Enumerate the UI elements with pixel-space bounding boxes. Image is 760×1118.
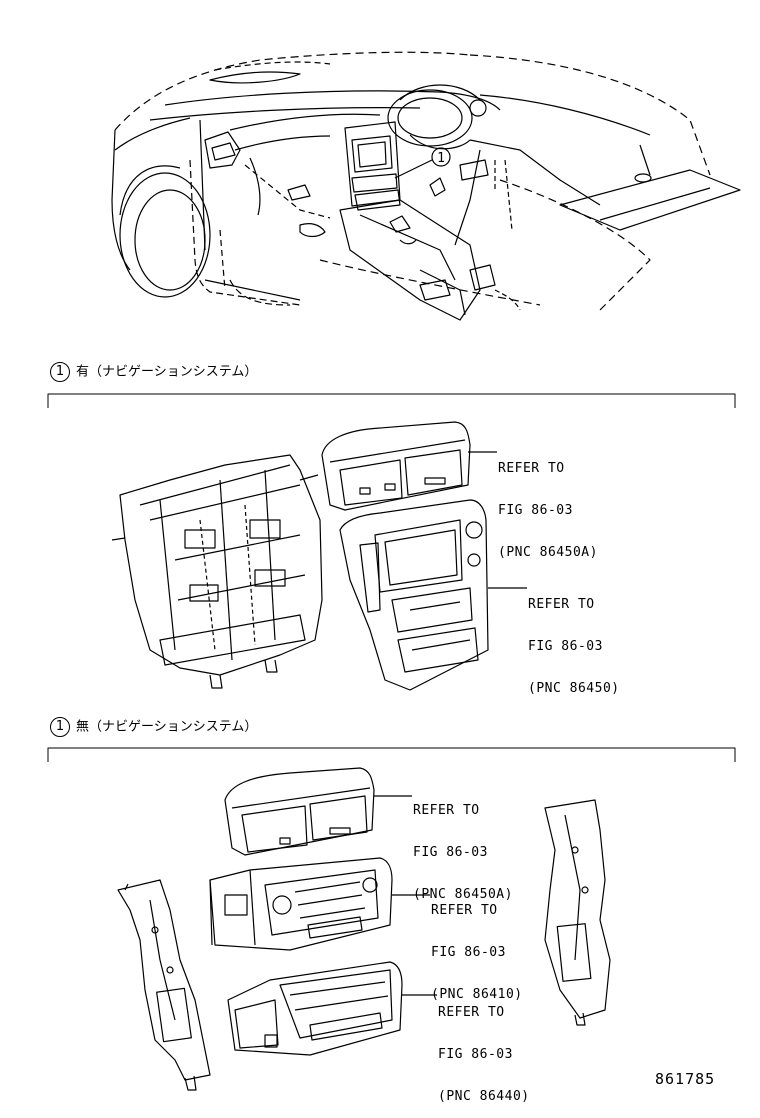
section-2-number-circle: 1 (50, 717, 70, 737)
ref-2-line2: FIG 86-03 (528, 639, 603, 654)
nav-center-panel-86450 (339, 499, 527, 691)
ref-4-line2: FIG 86-03 (431, 945, 506, 960)
section-heading-without-navigation: 1 無（ナビゲーションシステム） (50, 717, 257, 737)
section-1-number-circle: 1 (50, 362, 70, 382)
section-2-caption: 無（ナビゲーションシステム） (76, 719, 258, 735)
ref-1-line1: REFER TO (498, 461, 565, 476)
climate-panel-86440 (227, 961, 437, 1056)
reference-label-86450: REFER TO FIG 86-03 (PNC 86450) (528, 570, 620, 710)
section-1-caption: 有（ナビゲーションシステム） (76, 364, 258, 380)
ref-1-line3: (PNC 86450A) (498, 545, 598, 560)
audio-panel-86410 (209, 857, 430, 951)
ref-4-line3: (PNC 86410) (431, 987, 523, 1002)
illustration-code: 861785 (655, 1070, 716, 1088)
reference-label-86450A: REFER TO FIG 86-03 (PNC 86450A) (498, 434, 598, 574)
ref-5-line3: (PNC 86440) (438, 1089, 530, 1104)
left-side-bracket (117, 879, 211, 1091)
reference-label-86450A-2: REFER TO FIG 86-03 (PNC 86450A) (413, 776, 513, 916)
ref-3-line2: FIG 86-03 (413, 845, 488, 860)
ref-5-line2: FIG 86-03 (438, 1047, 513, 1062)
upper-panel-86450A (321, 421, 497, 511)
upper-panel-86450A-2 (224, 767, 412, 856)
ref-1-line2: FIG 86-03 (498, 503, 573, 518)
car-interior-illustration (111, 51, 741, 321)
ref-2-line3: (PNC 86450) (528, 681, 620, 696)
right-side-bracket (544, 799, 611, 1026)
callout-1-circle (431, 147, 451, 167)
reference-label-86410: REFER TO FIG 86-03 (PNC 86410) (431, 876, 523, 1016)
section-heading-with-navigation: 1 有（ナビゲーションシステム） (50, 362, 257, 382)
ref-3-line3: (PNC 86450A) (413, 887, 513, 902)
ref-2-line1: REFER TO (528, 597, 595, 612)
ref-5-line1: REFER TO (438, 1005, 505, 1020)
reference-label-86440: REFER TO FIG 86-03 (PNC 86440) (438, 978, 530, 1118)
ref-3-line1: REFER TO (413, 803, 480, 818)
bracket-frame-assembly (111, 454, 323, 689)
ref-4-line1: REFER TO (431, 903, 498, 918)
callout-1-number: 1 (437, 151, 445, 166)
